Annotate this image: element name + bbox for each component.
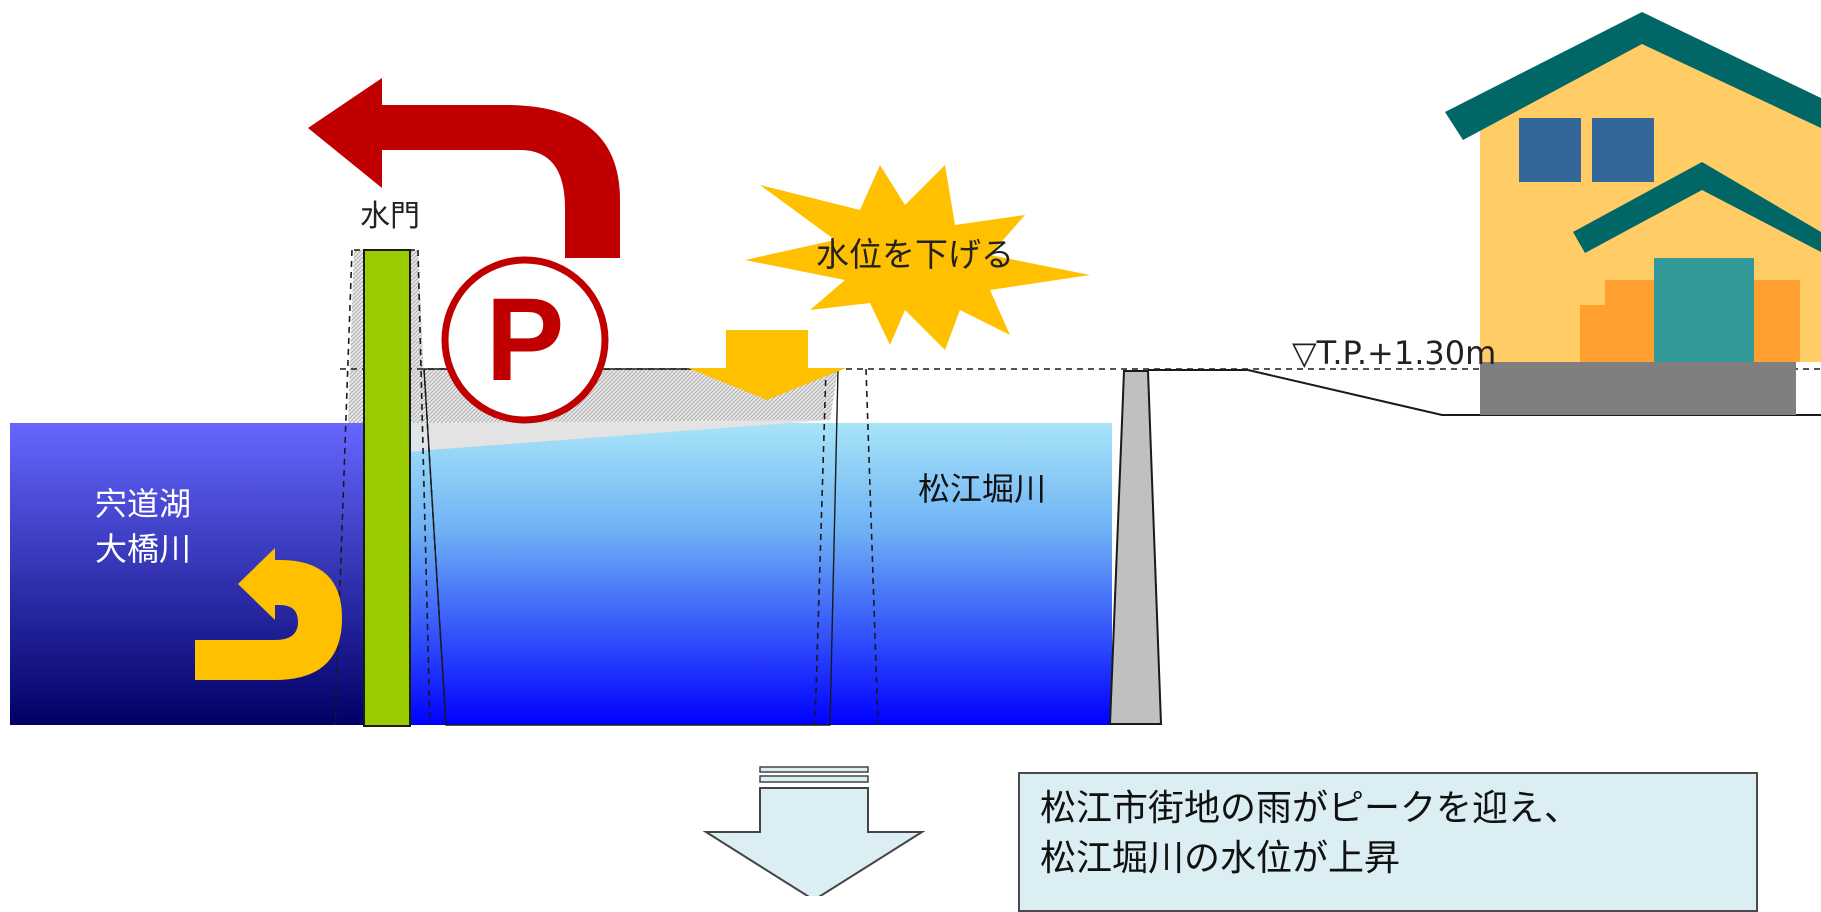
water-lower-arrow [688, 330, 846, 400]
pump-discharge-arrow [308, 78, 620, 258]
level-label: ▽T.P.+1.30m [1292, 334, 1496, 372]
water-gate [363, 249, 411, 727]
pump-symbol-letter: P [486, 274, 565, 406]
lake-label-line2: 大橋川 [95, 530, 191, 568]
info-line-2: 松江堀川の水位が上昇 [1040, 838, 1401, 879]
house [1445, 12, 1821, 415]
house-foundation [1480, 362, 1796, 415]
status-info-box: 松江市街地の雨がピークを迎え、 松江堀川の水位が上昇 [1018, 772, 1758, 912]
lake-uturn-arrow [195, 548, 342, 680]
pump-symbol: P [441, 256, 609, 424]
lowered-water-light [410, 420, 830, 452]
house-window-right [1592, 118, 1654, 182]
house-roof-upper [1445, 12, 1821, 140]
canal-wall [1108, 370, 1163, 725]
house-door [1654, 258, 1754, 362]
canal-label: 松江堀川 [918, 470, 1046, 508]
gate-label: 水門 [360, 199, 420, 234]
lake-label-line1: 宍道湖 [95, 485, 191, 523]
canal-water [410, 423, 1112, 725]
water-lower-burst [745, 165, 1090, 350]
house-roof-lower [1573, 162, 1821, 253]
info-line-1: 松江市街地の雨がピークを迎え、 [1040, 788, 1581, 829]
flow-down-arrow [702, 766, 926, 896]
water-lower-label: 水位を下げる [816, 235, 1014, 274]
house-window-left [1519, 118, 1581, 182]
